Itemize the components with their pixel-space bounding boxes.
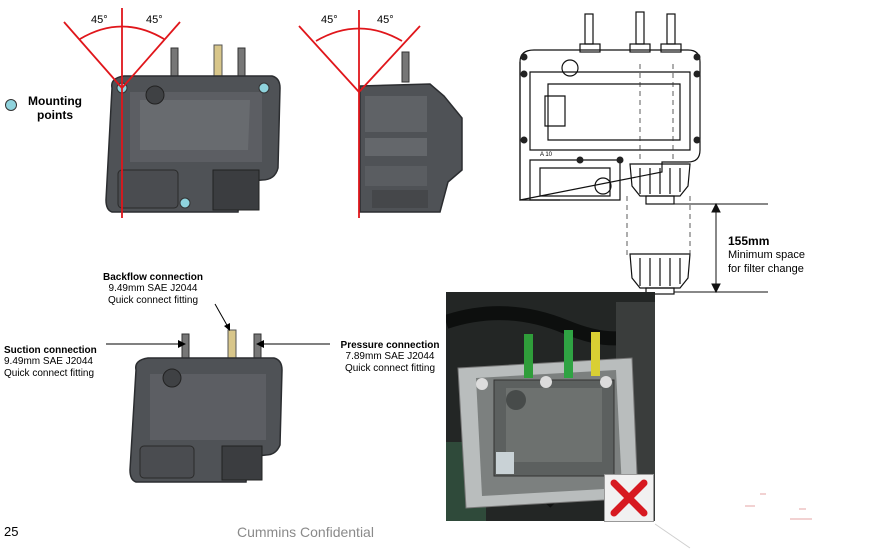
filter-clearance-line1: Minimum space xyxy=(728,249,806,261)
confidential-label: Cummins Confidential xyxy=(237,524,374,540)
page-number: 25 xyxy=(4,524,19,539)
mount-point-legend: Mounting points xyxy=(4,94,94,134)
pressure-connection-spec: 7.89mm SAE J2044 xyxy=(345,351,435,362)
suction-connection-fitting: Quick connect fitting xyxy=(4,368,95,379)
suction-connection-title: Suction connection xyxy=(4,345,97,356)
suction-connection-label: Suction connection 9.49mm SAE J2044 Quic… xyxy=(4,345,97,380)
drawing-label: A 10 xyxy=(540,152,553,158)
pressure-connection-label: Pressure connection 7.89mm SAE J2044 Qui… xyxy=(336,340,444,375)
suction-connection-spec: 9.49mm SAE J2044 xyxy=(4,356,93,367)
backflow-connection-spec: 9.49mm SAE J2044 xyxy=(108,283,198,294)
angle-label-right-b: 45° xyxy=(377,14,394,26)
angle-label-right-a: 45° xyxy=(321,14,338,26)
pressure-connection-title: Pressure connection xyxy=(340,340,440,351)
filter-clearance-line2: for filter change xyxy=(728,263,804,275)
backflow-connection-label: Backflow connection 9.49mm SAE J2044 Qui… xyxy=(88,272,218,307)
red-x-icon xyxy=(604,474,654,522)
mount-point-legend-label: Mounting points xyxy=(28,94,82,122)
angle-label-left-b: 45° xyxy=(146,14,163,26)
backflow-connection-title: Backflow connection xyxy=(102,272,203,283)
backflow-connection-fitting: Quick connect fitting xyxy=(107,295,199,306)
filter-clearance-value: 155mm xyxy=(728,234,770,248)
pressure-connection-fitting: Quick connect fitting xyxy=(344,363,436,374)
angle-label-left-a: 45° xyxy=(91,14,108,26)
mount-point-legend-icon xyxy=(5,99,17,111)
